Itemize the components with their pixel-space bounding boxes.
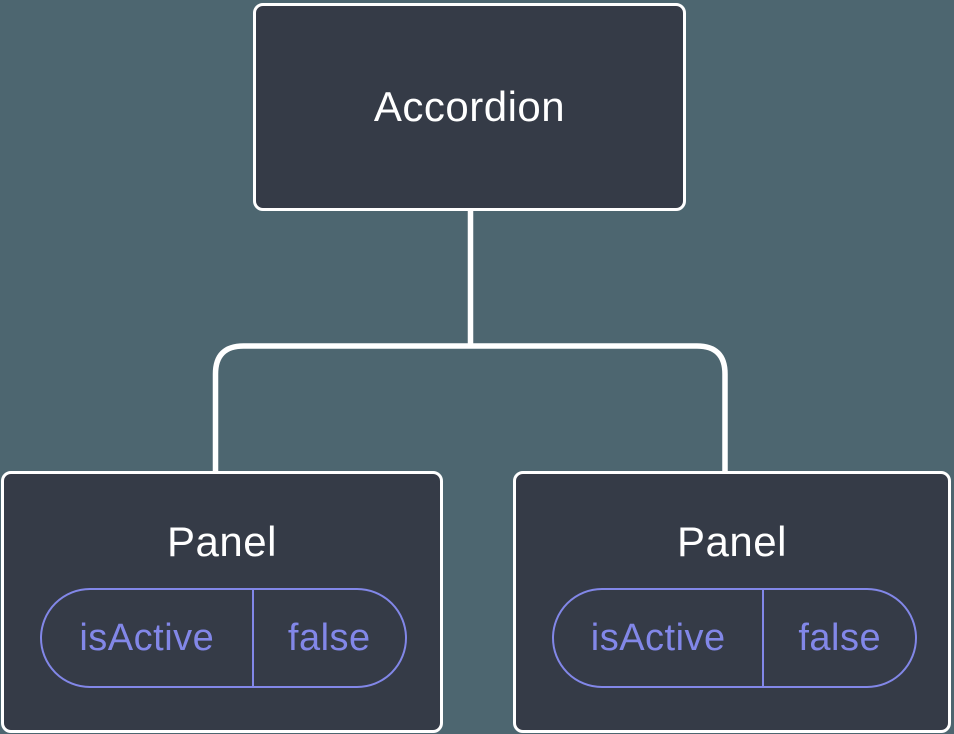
state-value: false (287, 616, 371, 659)
accordion-node: Accordion (253, 3, 686, 211)
state-pill: isActive false (40, 588, 407, 688)
accordion-node-label: Accordion (373, 83, 566, 130)
state-key: isActive (554, 590, 765, 686)
state-pill: isActive false (552, 588, 917, 688)
panel-node-label: Panel (167, 518, 277, 565)
panel-node-left: Panel isActive false (1, 471, 443, 733)
panel-node-right: Panel isActive false (513, 471, 951, 733)
connector-branch-bracket (212, 343, 728, 472)
state-key: isActive (42, 590, 254, 686)
state-value: false (798, 616, 882, 659)
panel-node-label: Panel (677, 518, 787, 565)
